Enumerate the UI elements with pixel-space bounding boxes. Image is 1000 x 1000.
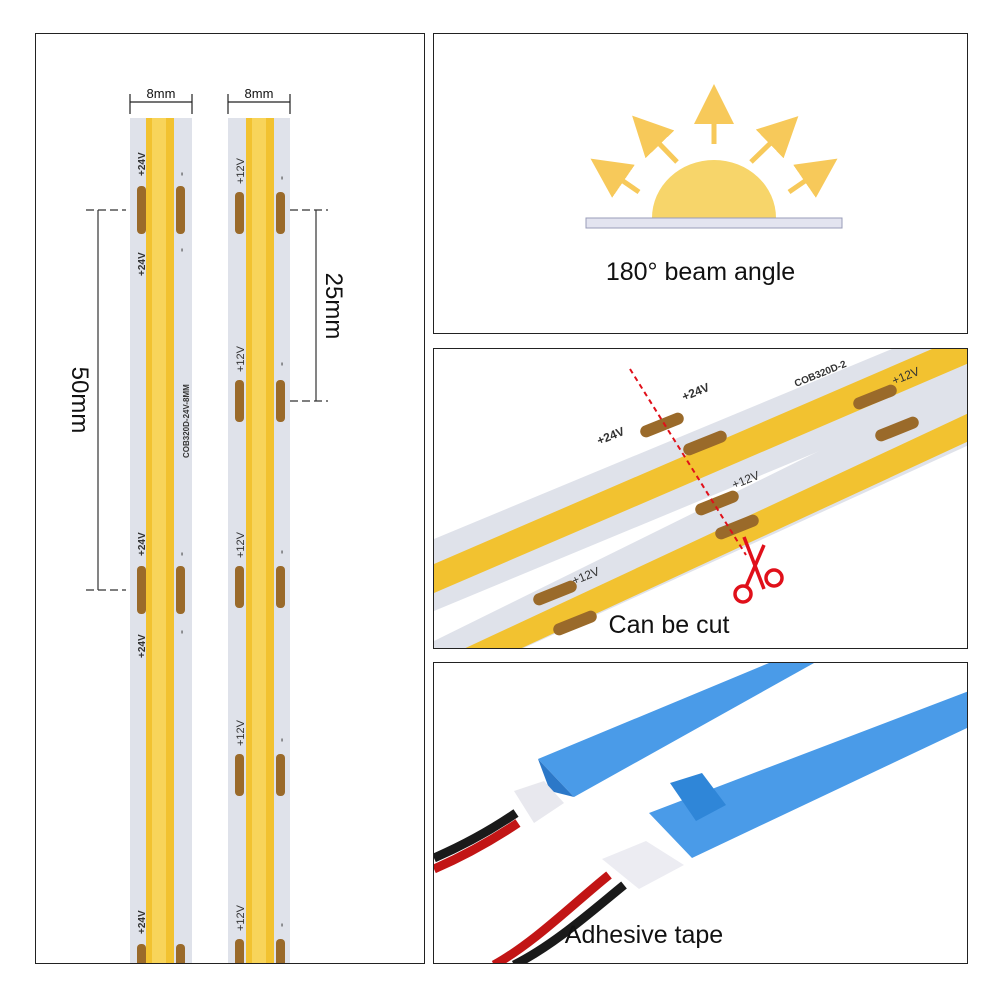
polarity-label: +24V — [137, 634, 148, 658]
copper-pad — [235, 566, 244, 608]
strip-base — [585, 217, 843, 229]
strip-24v: +24V +24V +24V +24V +24V - - - - COB320D… — [130, 118, 192, 963]
polarity-label: +12V — [235, 157, 247, 184]
copper-pad — [276, 939, 285, 963]
polarity-label: - — [274, 738, 288, 742]
polarity-label: - — [174, 630, 188, 634]
power-wires-lower — [491, 871, 627, 963]
polarity-label: +12V — [235, 719, 247, 746]
copper-pad — [235, 939, 244, 963]
copper-pad — [176, 186, 185, 234]
copper-pad — [875, 416, 919, 442]
polarity-label: +24V — [137, 910, 148, 934]
copper-pad — [715, 514, 759, 540]
polarity-label: +12V — [235, 531, 247, 558]
copper-pad — [553, 610, 597, 636]
light-ray-arrows — [590, 84, 838, 198]
copper-pad — [235, 380, 244, 422]
sun-icon — [652, 160, 776, 218]
polarity-label: +24V — [137, 532, 148, 556]
adhesive-tape-panel: Adhesive tape — [433, 662, 968, 964]
copper-pad — [235, 192, 244, 234]
polarity-label: - — [274, 923, 288, 927]
copper-pad — [235, 754, 244, 796]
cut-interval-dimension-24v — [86, 209, 126, 591]
copper-pad — [276, 380, 285, 422]
polarity-label: - — [174, 552, 188, 556]
polarity-label: - — [174, 248, 188, 252]
polarity-label: - — [274, 362, 288, 366]
polarity-label: +24V — [137, 252, 148, 276]
polarity-label: - — [174, 172, 188, 176]
width-dimension-12v — [227, 94, 291, 114]
adhesive-tape-caption: Adhesive tape — [564, 921, 724, 949]
beam-angle-caption: 180° beam angle — [605, 258, 796, 286]
copper-pad — [695, 490, 739, 516]
width-label: 8mm — [245, 86, 274, 101]
copper-pad — [276, 192, 285, 234]
strip-24v-diagonal: +24V +24V COB320D-2 — [434, 349, 967, 611]
copper-pad — [276, 754, 285, 796]
copper-pad — [640, 412, 684, 438]
copper-pad — [176, 566, 185, 614]
polarity-label: +12V — [235, 904, 247, 931]
copper-pad — [533, 580, 577, 606]
copper-pad — [176, 944, 185, 963]
copper-pad — [137, 566, 146, 614]
copper-pad — [137, 186, 146, 234]
polarity-label: +24V — [595, 424, 627, 448]
scissors-icon — [733, 536, 784, 604]
tape-strip-lower — [602, 691, 967, 889]
beam-angle-figure — [585, 84, 843, 229]
polarity-label: - — [274, 550, 288, 554]
beam-angle-panel: 180° beam angle — [433, 33, 968, 334]
polarity-label: +12V — [235, 345, 247, 372]
cut-interval-dimension-12v — [290, 209, 328, 402]
strip-12v: +12V +12V +12V +12V +12V - - - - - — [228, 118, 290, 963]
polarity-label: - — [274, 176, 288, 180]
strip-dimensions-panel: +24V +24V +24V +24V +24V - - - - COB320D… — [35, 33, 425, 964]
cuttable-caption: Can be cut — [608, 611, 730, 639]
strip-dimensions-figure: +24V +24V +24V +24V +24V - - - - COB320D… — [66, 86, 347, 963]
power-wires-upper — [434, 809, 521, 874]
copper-pad — [276, 566, 285, 608]
cuttable-panel: +24V +24V COB320D-2 +12V +12V +12V C — [433, 348, 968, 649]
polarity-label: +24V — [680, 380, 712, 404]
tape-peel-corner — [670, 773, 726, 821]
tape-strip-upper — [514, 663, 814, 823]
adhesive-tape-figure — [434, 663, 967, 963]
copper-pad — [137, 944, 146, 963]
width-dimension-24v — [129, 94, 193, 114]
model-print: COB320D-24V-8MM — [182, 384, 191, 458]
cut-interval-label: 25mm — [320, 273, 347, 340]
copper-pad — [683, 430, 727, 456]
cut-interval-label: 50mm — [66, 367, 93, 434]
polarity-label: +24V — [137, 152, 148, 176]
cut-line — [629, 368, 747, 556]
copper-pad — [853, 384, 897, 410]
cuttable-figure: +24V +24V COB320D-2 +12V +12V +12V — [434, 349, 967, 648]
width-label: 8mm — [147, 86, 176, 101]
